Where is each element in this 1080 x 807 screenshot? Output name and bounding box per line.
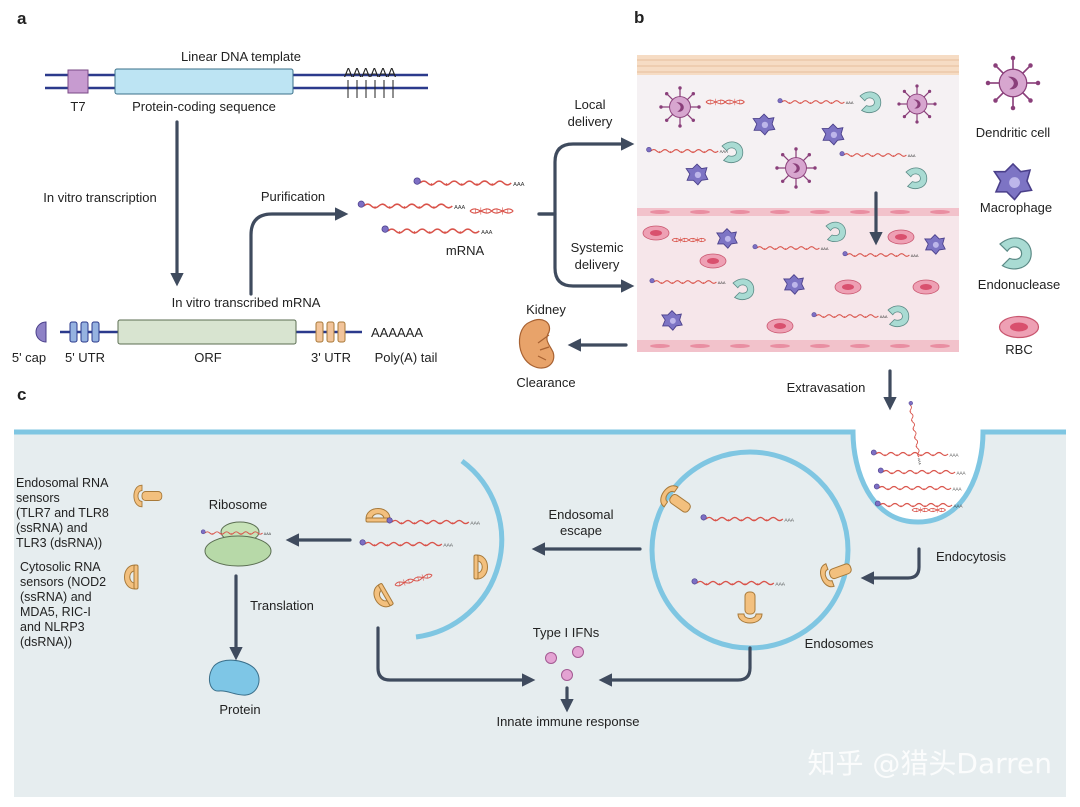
panel-b: b bbox=[516, 8, 1060, 411]
cytosolic-sensors-1: Cytosolic RNA bbox=[20, 560, 101, 574]
protein-label: Protein bbox=[219, 702, 260, 717]
escape-label-2: escape bbox=[560, 523, 602, 538]
ribosome-icon bbox=[200, 521, 273, 567]
cap-5 bbox=[35, 321, 47, 343]
translation-label: Translation bbox=[250, 598, 314, 613]
local-label-1: Local bbox=[574, 97, 605, 112]
local-label-2: delivery bbox=[568, 114, 613, 129]
cytosolic-sensors-5: and NLRP3 bbox=[20, 620, 85, 634]
cell-legend: Dendritic cell Macrophage Endonuclease R… bbox=[976, 54, 1060, 357]
extravasation-label: Extravasation bbox=[787, 380, 866, 395]
endosomal-sensors-2: sensors bbox=[16, 491, 60, 505]
utr3-label: 3' UTR bbox=[311, 350, 351, 365]
cytosolic-sensors-3: (ssRNA) and bbox=[20, 590, 92, 604]
orf-block bbox=[117, 319, 297, 345]
systemic-label-1: Systemic bbox=[571, 240, 624, 255]
endocytosis-arrow bbox=[860, 547, 921, 585]
endosomal-sensors-1: Endosomal RNA bbox=[16, 476, 109, 490]
cytosolic-sensors-6: (dsRNA)) bbox=[20, 635, 72, 649]
endosomal-sensors-3: (TLR7 and TLR8 bbox=[16, 506, 109, 520]
innate-label: Innate immune response bbox=[496, 714, 639, 729]
protein-icon bbox=[208, 659, 260, 696]
endosome-escaped bbox=[415, 458, 505, 640]
polyA-tail-label: Poly(A) tail bbox=[375, 350, 438, 365]
escape-label-1: Endosomal bbox=[548, 507, 613, 522]
cytosolic-sensors-4: MDA5, RIC-I bbox=[20, 605, 91, 619]
ribosome-label: Ribosome bbox=[209, 497, 268, 512]
endonuclease-icon bbox=[999, 237, 1032, 270]
local-delivery-arrow bbox=[537, 137, 635, 216]
legend-macrophage: Macrophage bbox=[980, 200, 1052, 215]
purified-mrna-cluster: mRNA bbox=[357, 177, 526, 258]
dendritic-cell-icon bbox=[984, 54, 1042, 112]
macrophage-icon bbox=[993, 163, 1033, 201]
cap5-label: 5' cap bbox=[12, 350, 46, 365]
ivt-mrna-construct: AAAAAA 5' cap 5' UTR ORF 3' UTR Poly(A) … bbox=[12, 319, 438, 365]
dna-template: Linear DNA template AAAAAA T7 Protein-co… bbox=[45, 49, 428, 114]
coding-label: Protein-coding sequence bbox=[132, 99, 276, 114]
legend-endonuclease: Endonuclease bbox=[978, 277, 1060, 292]
panel-c-label: c bbox=[17, 385, 26, 404]
orf-label: ORF bbox=[194, 350, 222, 365]
rbc-icon bbox=[998, 315, 1040, 339]
panel-c: c Endocytosis Endosomes bbox=[14, 385, 1066, 797]
endosomes-label: Endosomes bbox=[805, 636, 874, 651]
dna-polyA: AAAAAA bbox=[344, 65, 396, 80]
panel-a-label: a bbox=[17, 9, 27, 28]
mrna-label: mRNA bbox=[446, 243, 485, 258]
polyA-hatch bbox=[347, 80, 394, 98]
endocytosis-label: Endocytosis bbox=[936, 549, 1007, 564]
t7-promoter bbox=[67, 69, 89, 94]
endosome-to-ifn-arrow bbox=[598, 646, 752, 687]
systemic-delivery-arrow bbox=[537, 212, 635, 293]
plasma-membrane bbox=[14, 429, 1066, 525]
kidney-label: Kidney bbox=[526, 302, 566, 317]
legend-dendritic: Dendritic cell bbox=[976, 125, 1051, 140]
sensor-legend: Endosomal RNA sensors (TLR7 and TLR8 (ss… bbox=[16, 476, 163, 649]
legend-rbc: RBC bbox=[1005, 342, 1032, 357]
watermark: 知乎 @猎头Darren bbox=[807, 747, 1052, 780]
ivt-mrna-label: In vitro transcribed mRNA bbox=[172, 295, 321, 310]
t7-label: T7 bbox=[70, 99, 85, 114]
systemic-label-2: delivery bbox=[575, 257, 620, 272]
endosomal-sensors-4: (ssRNA) and bbox=[16, 521, 88, 535]
kidney-icon bbox=[518, 319, 555, 369]
ifn-label: Type I IFNs bbox=[533, 625, 600, 640]
utr5-label: 5' UTR bbox=[65, 350, 105, 365]
endosomal-sensors-5: TLR3 (dsRNA)) bbox=[16, 536, 102, 550]
panel-b-label: b bbox=[634, 8, 644, 27]
purification-arrow bbox=[249, 207, 349, 296]
cytosolic-sensors-2: sensors (NOD2 bbox=[20, 575, 106, 589]
endocytosis-cargo bbox=[870, 400, 967, 514]
mrna-polyA: AAAAAA bbox=[371, 325, 423, 340]
tissue-scene bbox=[637, 55, 959, 352]
ifn-particles bbox=[545, 646, 584, 681]
protein-coding-block bbox=[114, 68, 294, 95]
panel-a: a Linear DNA template AAAAAA T7 Protein-… bbox=[12, 9, 635, 365]
clearance-label: Clearance bbox=[516, 375, 575, 390]
cytosol-region bbox=[14, 432, 1066, 797]
ivt-label: In vitro transcription bbox=[43, 190, 156, 205]
escape-to-ifn-arrow bbox=[376, 626, 536, 687]
purification-label: Purification bbox=[261, 189, 325, 204]
dna-title: Linear DNA template bbox=[181, 49, 301, 64]
